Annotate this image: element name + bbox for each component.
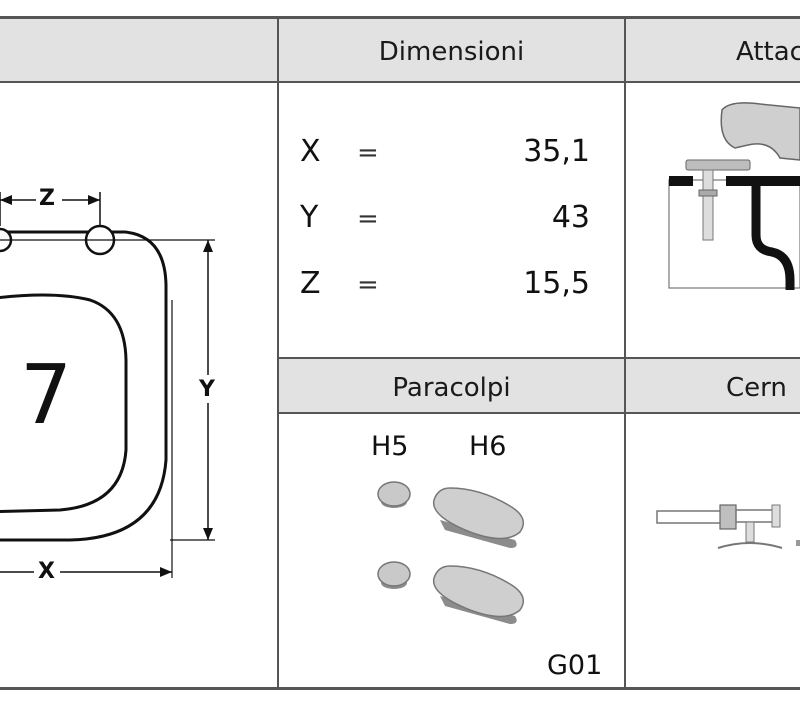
- header-fixing-label: Attac: [736, 37, 800, 67]
- mid-row-border-top: [279, 357, 800, 359]
- dim-x-eq: =: [357, 138, 379, 168]
- seat-dim-z-label: Z: [39, 186, 55, 211]
- seat-outer-outline: [0, 230, 168, 542]
- seat-dimension-drawing: [0, 188, 220, 586]
- col-divider-1: [277, 16, 279, 690]
- mid-row-border-bottom: [279, 412, 800, 414]
- dim-x-label: X: [300, 134, 321, 169]
- header-hinges: Cern: [626, 359, 800, 412]
- header-blank-cell: [0, 19, 277, 81]
- dim-z-label: Z: [300, 266, 321, 301]
- bumper-h6-label: H6: [469, 431, 507, 462]
- bottom-border: [0, 687, 800, 690]
- fixing-illustration: [668, 102, 800, 290]
- bumpers-illustration: [377, 481, 525, 624]
- top-border: [0, 16, 800, 19]
- header-bumpers: Paracolpi: [279, 359, 624, 412]
- header-dimensions: Dimensioni: [279, 19, 624, 81]
- col-divider-2: [624, 16, 626, 690]
- bumper-h5-top: [377, 481, 411, 507]
- dim-y-eq: =: [357, 204, 379, 234]
- header-bottom-border: [0, 81, 800, 83]
- dim-y-value: 43: [551, 200, 590, 235]
- seat-inner-outline: [0, 293, 128, 514]
- header-fixing: Attac: [626, 19, 800, 81]
- dim-y-label: Y: [300, 200, 319, 235]
- bumper-code: G01: [547, 650, 603, 681]
- dim-z-eq: =: [357, 270, 379, 300]
- bumper-h6-bottom: [432, 565, 525, 618]
- bumper-h6-top: [432, 487, 525, 540]
- dim-z-value: 15,5: [523, 266, 590, 301]
- hinge-illustration: [656, 504, 800, 549]
- seat-dim-y-label: Y: [199, 377, 215, 402]
- dim-x-value: 35,1: [523, 134, 590, 169]
- bumper-h5-label: H5: [371, 431, 409, 462]
- header-dimensions-label: Dimensioni: [378, 37, 525, 67]
- seat-dim-x-label: X: [38, 559, 55, 584]
- header-bumpers-label: Paracolpi: [392, 373, 511, 403]
- seat-model-number: 7: [20, 348, 73, 443]
- header-hinges-label: Cern: [726, 373, 787, 403]
- bumper-h5-bottom: [377, 561, 411, 587]
